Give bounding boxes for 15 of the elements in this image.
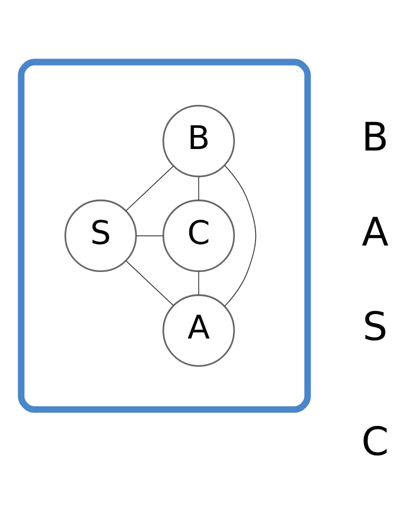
connector [198,270,200,295]
label: C [361,420,389,464]
label: B [362,115,389,160]
connector [136,234,164,236]
connector [125,260,174,306]
connector [198,176,200,200]
connector [126,165,174,211]
node-circle: A [162,294,235,366]
node-circle: B [162,104,235,177]
label: S [362,304,388,350]
connector [224,164,256,306]
label: A [362,210,389,255]
node-circle: S [64,199,137,272]
cluster [18,58,311,412]
node-circle: C [162,199,235,272]
